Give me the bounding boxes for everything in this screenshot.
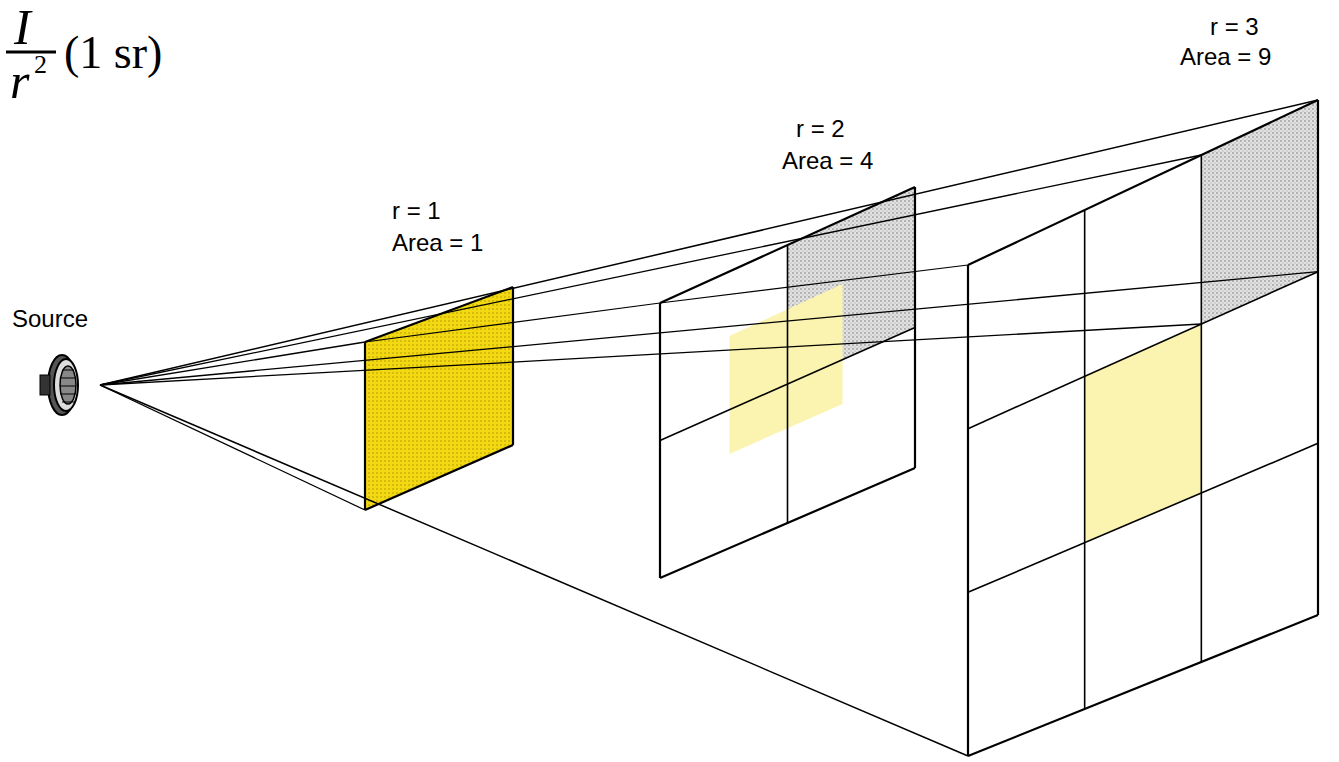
unit-area-plane	[365, 287, 513, 510]
speaker-icon	[40, 355, 78, 415]
ray-line	[100, 155, 1201, 385]
ray-line	[100, 324, 1201, 385]
pale-area-patch	[730, 284, 843, 454]
ray-line	[100, 385, 365, 510]
source-label: Source	[12, 306, 88, 332]
grid-line	[967, 265, 969, 756]
grid-line	[1201, 155, 1203, 662]
grid-line	[660, 468, 915, 578]
grid-line	[660, 328, 915, 441]
formula-numerator: I	[14, 2, 31, 52]
grid-line	[365, 445, 513, 510]
ray-line	[100, 385, 968, 756]
grid-line	[968, 443, 1318, 592]
ray-line	[100, 100, 1318, 385]
area-label: Area = 9	[1180, 44, 1271, 70]
area-label: Area = 4	[782, 148, 873, 174]
grid-line	[1317, 100, 1319, 615]
distance-label: r = 2	[796, 116, 845, 142]
distance-label: r = 3	[1210, 14, 1259, 40]
ray-line	[100, 342, 365, 385]
grid-line	[968, 615, 1318, 756]
grid-line	[1084, 210, 1086, 709]
grid-line	[914, 187, 916, 468]
fraction-bar	[6, 51, 56, 54]
shaded-area-cell	[1201, 100, 1318, 324]
ray-line	[100, 272, 1318, 385]
grid-line	[364, 342, 366, 510]
formula-denominator: r	[10, 56, 29, 106]
distance-label: r = 1	[392, 198, 441, 224]
area-label: Area = 1	[392, 230, 483, 256]
formula-exponent: 2	[34, 52, 47, 78]
grid-line	[968, 272, 1318, 429]
grid-line	[512, 287, 514, 445]
formula-solid-angle: (1 sr)	[64, 30, 162, 76]
grid-line	[968, 100, 1318, 265]
pale-area-cell	[1085, 324, 1202, 543]
edge-line	[365, 303, 660, 342]
edge-line	[660, 265, 968, 303]
